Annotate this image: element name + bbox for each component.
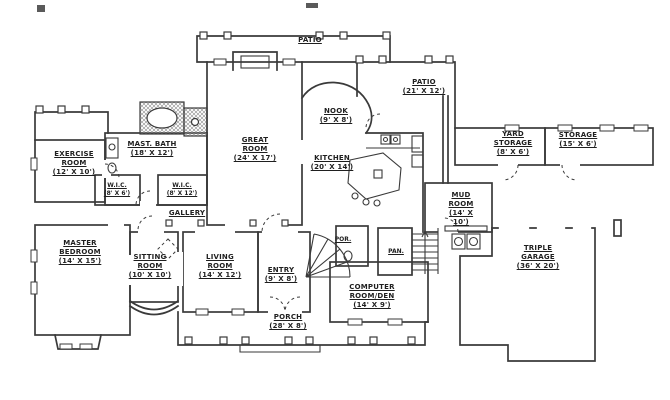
room-label-gallery: GALLERY — [168, 209, 206, 217]
room-label-computer-room: COMPUTER ROOM/DEN(14' X 9') — [349, 283, 395, 310]
room-label-porch: PORCH(28' X 8') — [269, 313, 307, 331]
room-label-sitting-room: SITTING ROOM(10' X 10') — [128, 253, 172, 280]
room-label-yard-storage: YARD STORAGE(8' X 6') — [493, 130, 533, 157]
room-label-powder-room: POR. — [334, 236, 352, 243]
room-label-entry: ENTRY(9' X 8') — [264, 266, 298, 284]
bath-fixtures — [139, 101, 208, 137]
room-label-patio-top: PATIO — [298, 36, 322, 44]
room-label-patio-right: PATIO(21' X 12') — [402, 78, 446, 96]
kitchen-island — [347, 152, 402, 200]
room-label-nook: NOOK(9' X 8') — [319, 107, 353, 125]
room-label-master-bath: MAST. BATH(18' X 12') — [127, 140, 177, 158]
room-label-wic-left: W.I.C.(8' X 6') — [103, 182, 131, 197]
door-swings — [104, 113, 578, 313]
room-label-wic-right: W.I.C.(8' X 12') — [166, 182, 198, 197]
room-label-mud-room: MUD ROOM(14' X 10') — [448, 191, 474, 227]
interior-details — [105, 55, 488, 353]
cropped-edge-marks — [37, 3, 318, 12]
room-label-living-room: LIVING ROOM(14' X 12') — [198, 253, 242, 280]
room-label-master-bedroom: MASTER BEDROOM(14' X 15') — [58, 239, 102, 266]
room-label-storage: STORAGE(15' X 6') — [558, 131, 598, 149]
stairs-spiral — [305, 233, 351, 278]
room-label-exercise-room: EXERCISE ROOM(12' X 10') — [52, 150, 96, 177]
room-label-great-room: GREAT ROOM(24' X 17') — [233, 136, 277, 163]
walls — [34, 35, 654, 362]
room-label-kitchen: KITCHEN(20' X 14') — [310, 154, 354, 172]
room-label-pantry: PAN. — [388, 248, 404, 255]
windows — [30, 58, 649, 350]
posts-and-columns — [35, 31, 454, 345]
room-label-triple-garage: TRIPLE GARAGE(36' X 20') — [516, 244, 560, 271]
